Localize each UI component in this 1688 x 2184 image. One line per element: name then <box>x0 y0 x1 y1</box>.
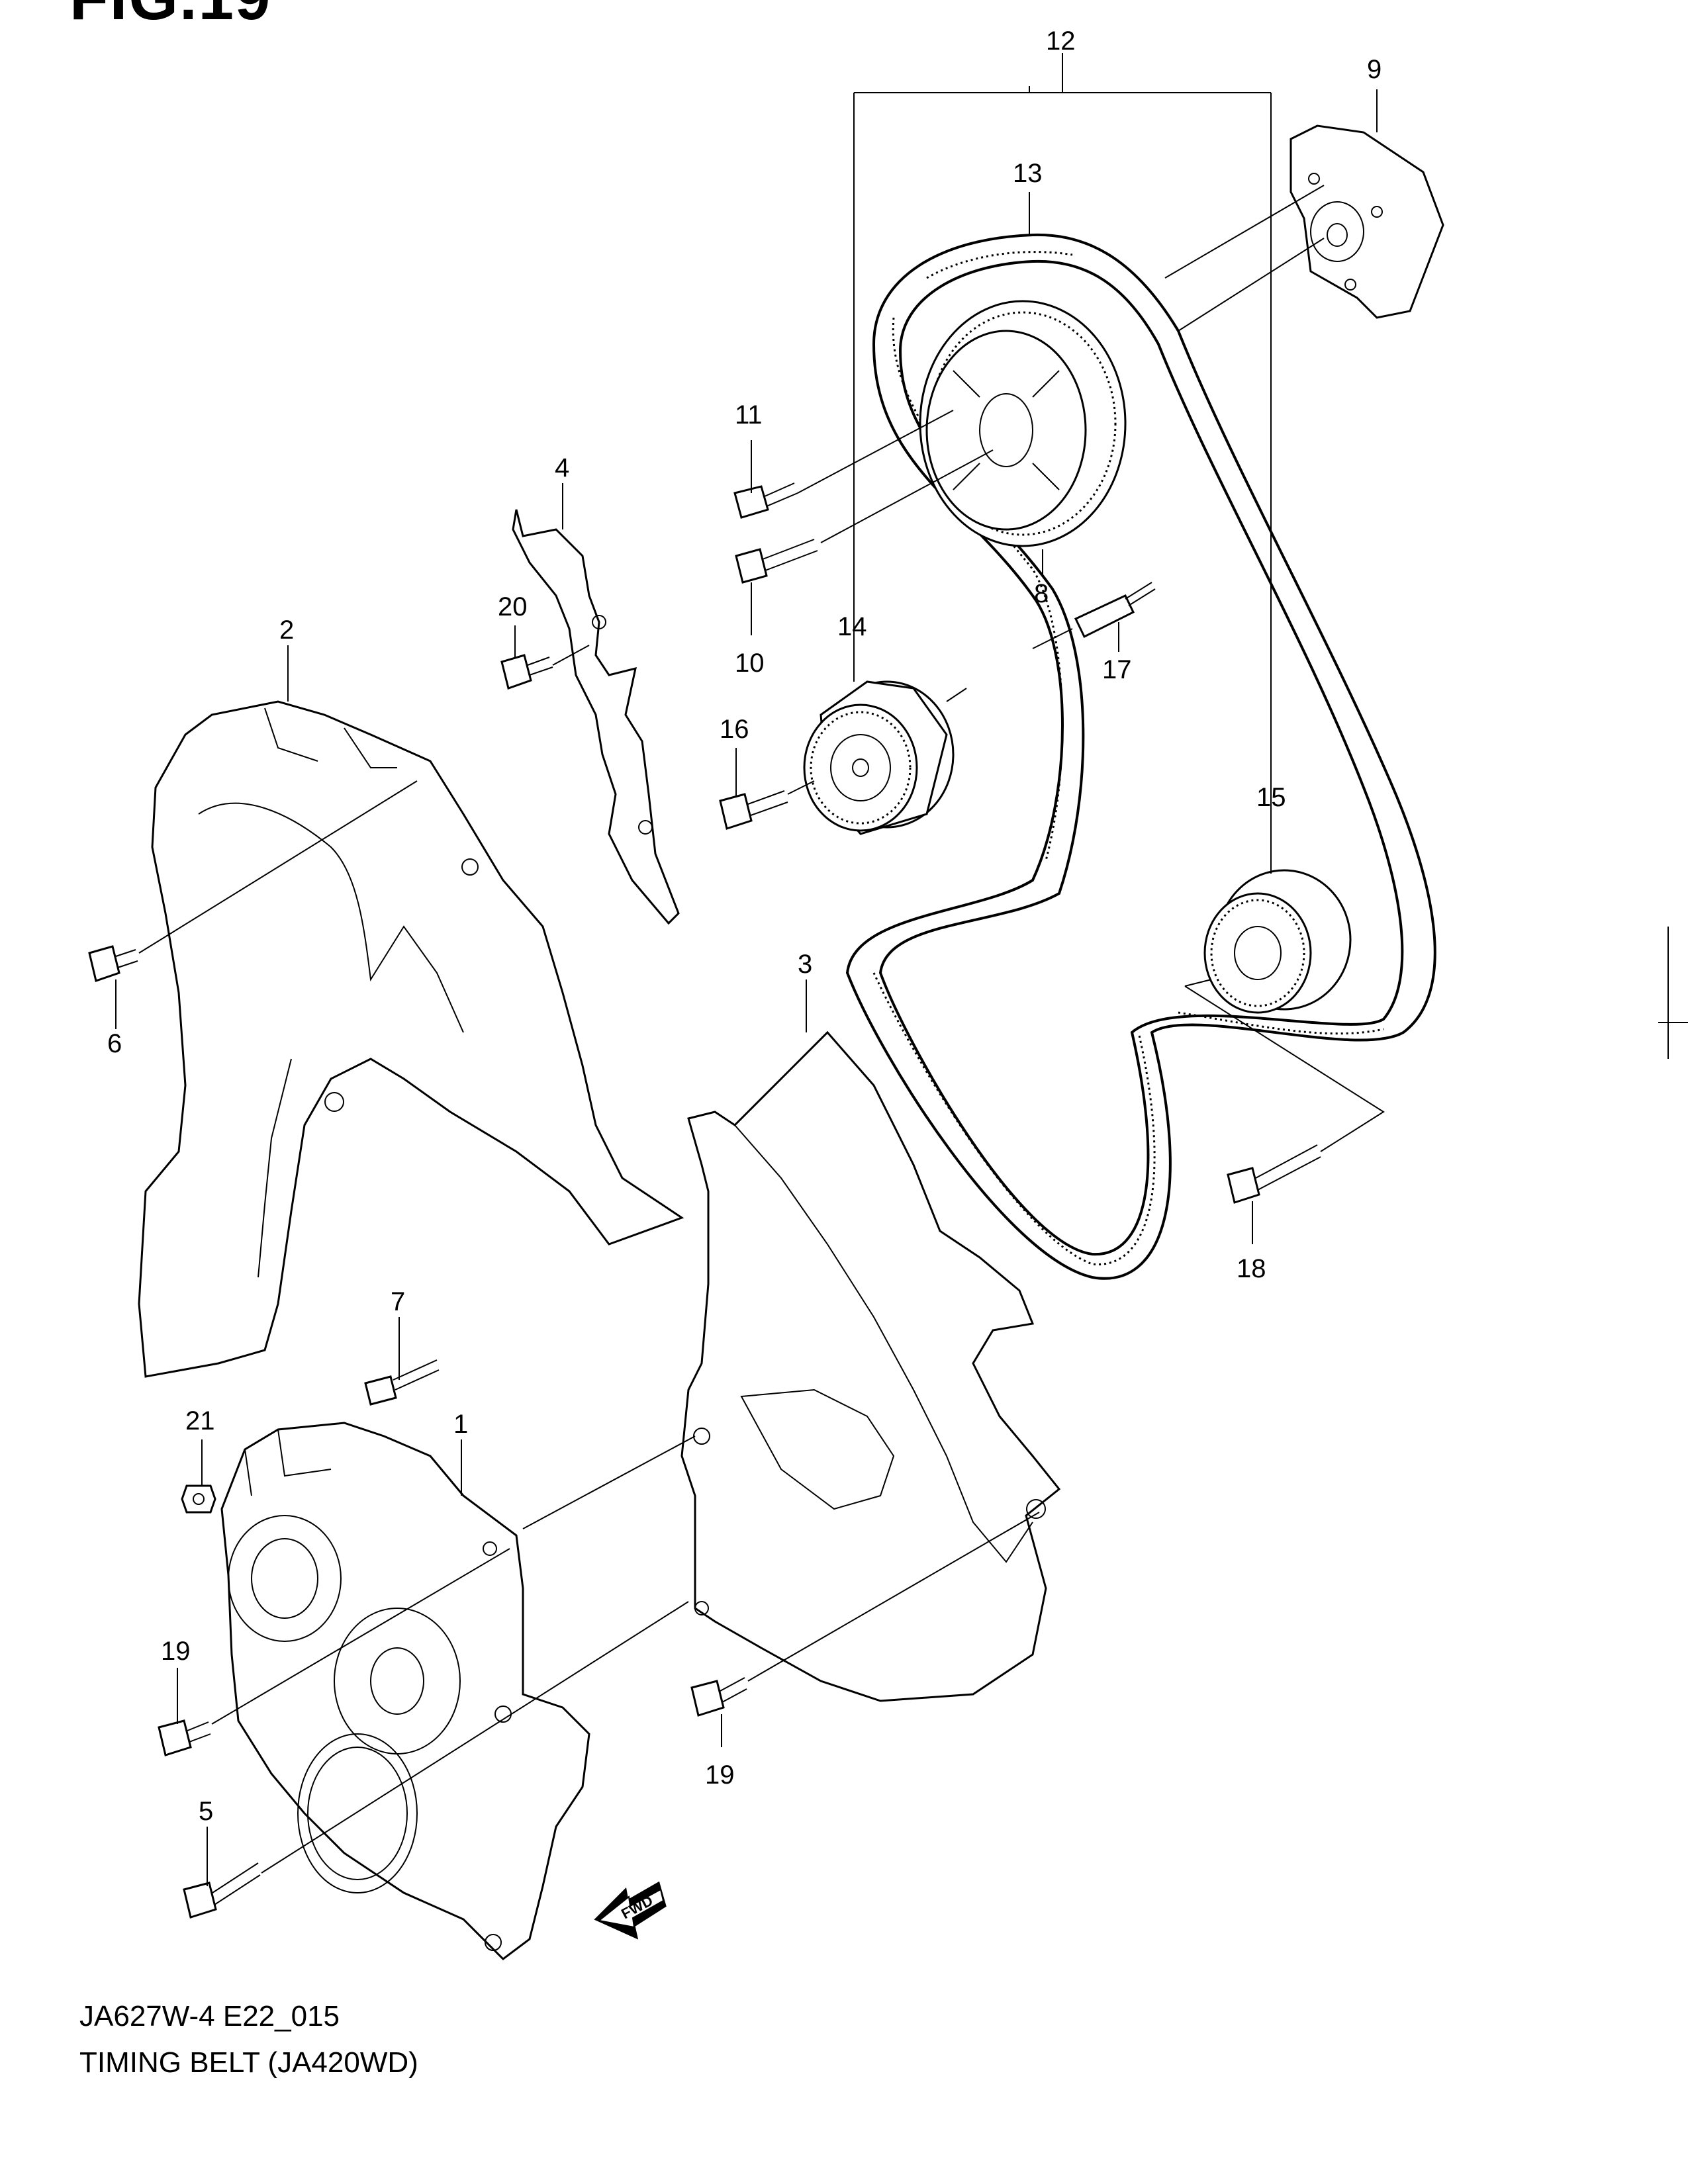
callout-19-right: 19 <box>705 1760 735 1790</box>
callout-1: 1 <box>453 1410 468 1439</box>
stud-7[interactable] <box>364 1359 440 1406</box>
page-edge-mark <box>1658 927 1688 1059</box>
callout-13: 13 <box>1013 159 1043 188</box>
callout-4: 4 <box>555 453 569 482</box>
timing-belt-outer-cover[interactable] <box>138 700 684 1378</box>
callout-17: 17 <box>1102 655 1132 684</box>
callout-12: 12 <box>1046 26 1076 56</box>
callout-5: 5 <box>199 1797 213 1826</box>
figure-title: FIG.19 <box>70 0 271 34</box>
nut-21[interactable] <box>181 1484 216 1514</box>
drawing-code: JA627W-4 E22_015 <box>79 2000 340 2032</box>
callout-8: 8 <box>1034 579 1049 608</box>
tensioner-pulley[interactable] <box>803 680 955 835</box>
callout-2: 2 <box>279 615 294 645</box>
drawing-name: TIMING BELT (JA420WD) <box>79 2046 418 2079</box>
callout-leaders <box>115 53 1378 1886</box>
callout-14: 14 <box>837 612 867 641</box>
callout-18: 18 <box>1237 1254 1266 1283</box>
timing-belt-inner-cover[interactable] <box>680 1030 1061 1702</box>
bolt-16[interactable] <box>719 790 788 830</box>
bolt-11[interactable] <box>733 482 798 519</box>
callout-labels: 12 13 9 11 10 8 14 17 16 15 18 4 20 2 6 … <box>107 26 1382 1826</box>
camshaft-pulley[interactable] <box>919 300 1127 547</box>
callout-20: 20 <box>498 592 528 621</box>
bolt-19-right[interactable] <box>690 1677 747 1717</box>
callout-3: 3 <box>798 950 812 979</box>
fwd-arrow-icon: FWD <box>594 1881 667 1940</box>
callout-11: 11 <box>735 400 763 430</box>
timing-belt-lower-cover[interactable] <box>220 1422 590 1960</box>
idler-pulley[interactable] <box>1203 869 1352 1014</box>
belt-cover-plate[interactable] <box>1289 124 1444 319</box>
bolt-18[interactable] <box>1227 1144 1321 1204</box>
callout-19-left: 19 <box>161 1637 191 1666</box>
bolt-5[interactable] <box>183 1862 261 1919</box>
callout-21: 21 <box>185 1406 215 1435</box>
bolt-19-left[interactable] <box>158 1719 211 1756</box>
callout-10: 10 <box>735 649 765 678</box>
bolt-20[interactable] <box>500 654 553 690</box>
callout-6: 6 <box>107 1029 122 1058</box>
stud[interactable] <box>1074 582 1156 639</box>
bolt-10[interactable] <box>735 539 818 584</box>
callout-16: 16 <box>720 715 749 744</box>
callout-9: 9 <box>1367 55 1382 84</box>
callout-15: 15 <box>1256 783 1286 812</box>
assembly-lines <box>138 185 1385 1874</box>
bolt-6[interactable] <box>88 945 138 982</box>
cover-bracket[interactable] <box>512 509 680 925</box>
callout-7: 7 <box>391 1287 405 1316</box>
